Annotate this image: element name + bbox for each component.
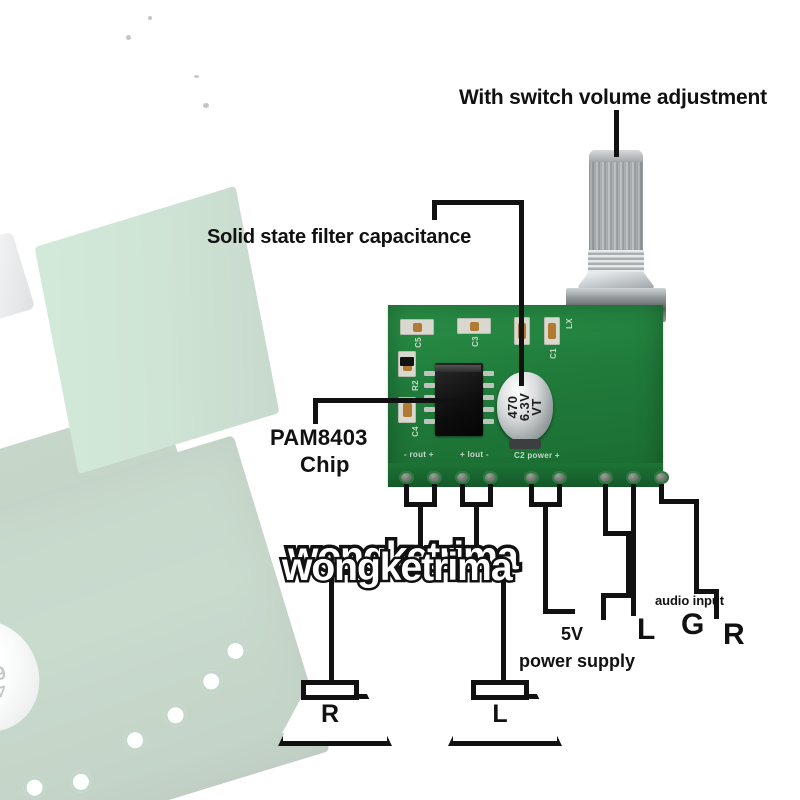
wire-r-jog bbox=[329, 570, 423, 575]
label-audio-r: R bbox=[723, 618, 745, 651]
pin-audio-r bbox=[654, 471, 669, 484]
callout-chip-line1: PAM8403 bbox=[270, 425, 368, 450]
speaker-left: L bbox=[448, 680, 562, 746]
speaker-right: R bbox=[278, 680, 392, 746]
silk-lx: LX bbox=[564, 318, 574, 329]
leader-chip-v bbox=[313, 398, 318, 424]
callout-chip-line2: Chip bbox=[300, 452, 350, 477]
callout-filter-capacitance: Solid state filter capacitance bbox=[207, 226, 472, 248]
silk-c4: C4 bbox=[410, 426, 420, 437]
pin-rout-pos bbox=[427, 471, 442, 484]
wire-rout-neg bbox=[404, 484, 409, 506]
wire-power-pos bbox=[557, 484, 562, 506]
wire-lout-neg bbox=[488, 484, 493, 506]
leader-cap-left bbox=[432, 200, 437, 220]
label-audio-g: G bbox=[681, 608, 705, 641]
callout-switch-volume: With switch volume adjustment bbox=[459, 86, 767, 109]
watermark-front: wongketrima bbox=[280, 544, 516, 592]
label-power-supply: power supply bbox=[519, 651, 636, 671]
wire-power-foot bbox=[543, 609, 575, 614]
wire-audio-g-1 bbox=[631, 484, 636, 616]
silk-r2: R2 bbox=[410, 380, 420, 391]
pin-power-neg bbox=[524, 471, 539, 484]
leader-cap-right bbox=[519, 200, 524, 386]
pin-lout-neg bbox=[483, 471, 498, 484]
wire-audio-l-4 bbox=[601, 593, 631, 598]
pin-power-pos bbox=[552, 471, 567, 484]
leader-chip-h bbox=[313, 398, 463, 403]
wire-power-neg bbox=[529, 484, 534, 506]
wire-audio-r-1 bbox=[659, 484, 664, 504]
cap-brand: VT bbox=[529, 398, 544, 416]
silk-c1: C1 bbox=[548, 348, 558, 359]
wire-r-trunk bbox=[418, 502, 423, 574]
pin-audio-g bbox=[626, 471, 641, 484]
pin-audio-l bbox=[598, 471, 613, 484]
leader-cap-top bbox=[432, 200, 524, 205]
wire-rout-pos bbox=[432, 484, 437, 506]
wire-audio-r-3 bbox=[694, 499, 699, 594]
wire-audio-r-2 bbox=[659, 499, 699, 504]
wire-l-jog bbox=[474, 566, 506, 571]
silk-power: C2 power + bbox=[514, 451, 560, 460]
wire-l-drop bbox=[501, 566, 506, 680]
wire-lout-pos bbox=[460, 484, 465, 506]
silk-lout: + lout - bbox=[460, 450, 489, 459]
wire-audio-r-4 bbox=[694, 589, 719, 594]
pin-lout-pos bbox=[455, 471, 470, 484]
speck-artifact bbox=[148, 16, 152, 20]
wire-audio-l-3 bbox=[626, 531, 631, 598]
silk-c3: C3 bbox=[470, 336, 480, 347]
wire-audio-l-1 bbox=[603, 484, 608, 536]
pin-rout-neg bbox=[399, 471, 414, 484]
speck-artifact bbox=[203, 103, 209, 108]
speck-artifact bbox=[194, 75, 199, 78]
wire-power-trunk bbox=[543, 502, 548, 614]
wire-audio-l-5 bbox=[601, 593, 606, 620]
speaker-right-label: R bbox=[320, 700, 340, 728]
electrolytic-capacitor: 470 6.3V VT bbox=[497, 372, 553, 449]
wire-l-trunk bbox=[474, 502, 479, 570]
label-audio-l: L bbox=[637, 613, 656, 646]
watermark-back: wongketrima bbox=[285, 532, 523, 582]
label-audio-input: audio input bbox=[655, 593, 724, 608]
wire-r-drop bbox=[329, 570, 334, 680]
silk-c5: C5 bbox=[413, 337, 423, 348]
potentiometer-shaft bbox=[589, 150, 643, 258]
speck-artifact bbox=[126, 35, 131, 40]
wire-audio-r-5 bbox=[714, 589, 719, 619]
silk-rout: - rout + bbox=[404, 450, 434, 459]
label-power-value: 5V bbox=[561, 624, 584, 644]
leader-switch-volume bbox=[614, 110, 619, 157]
speaker-left-label: L bbox=[492, 700, 508, 728]
wire-audio-l-2 bbox=[603, 531, 631, 536]
